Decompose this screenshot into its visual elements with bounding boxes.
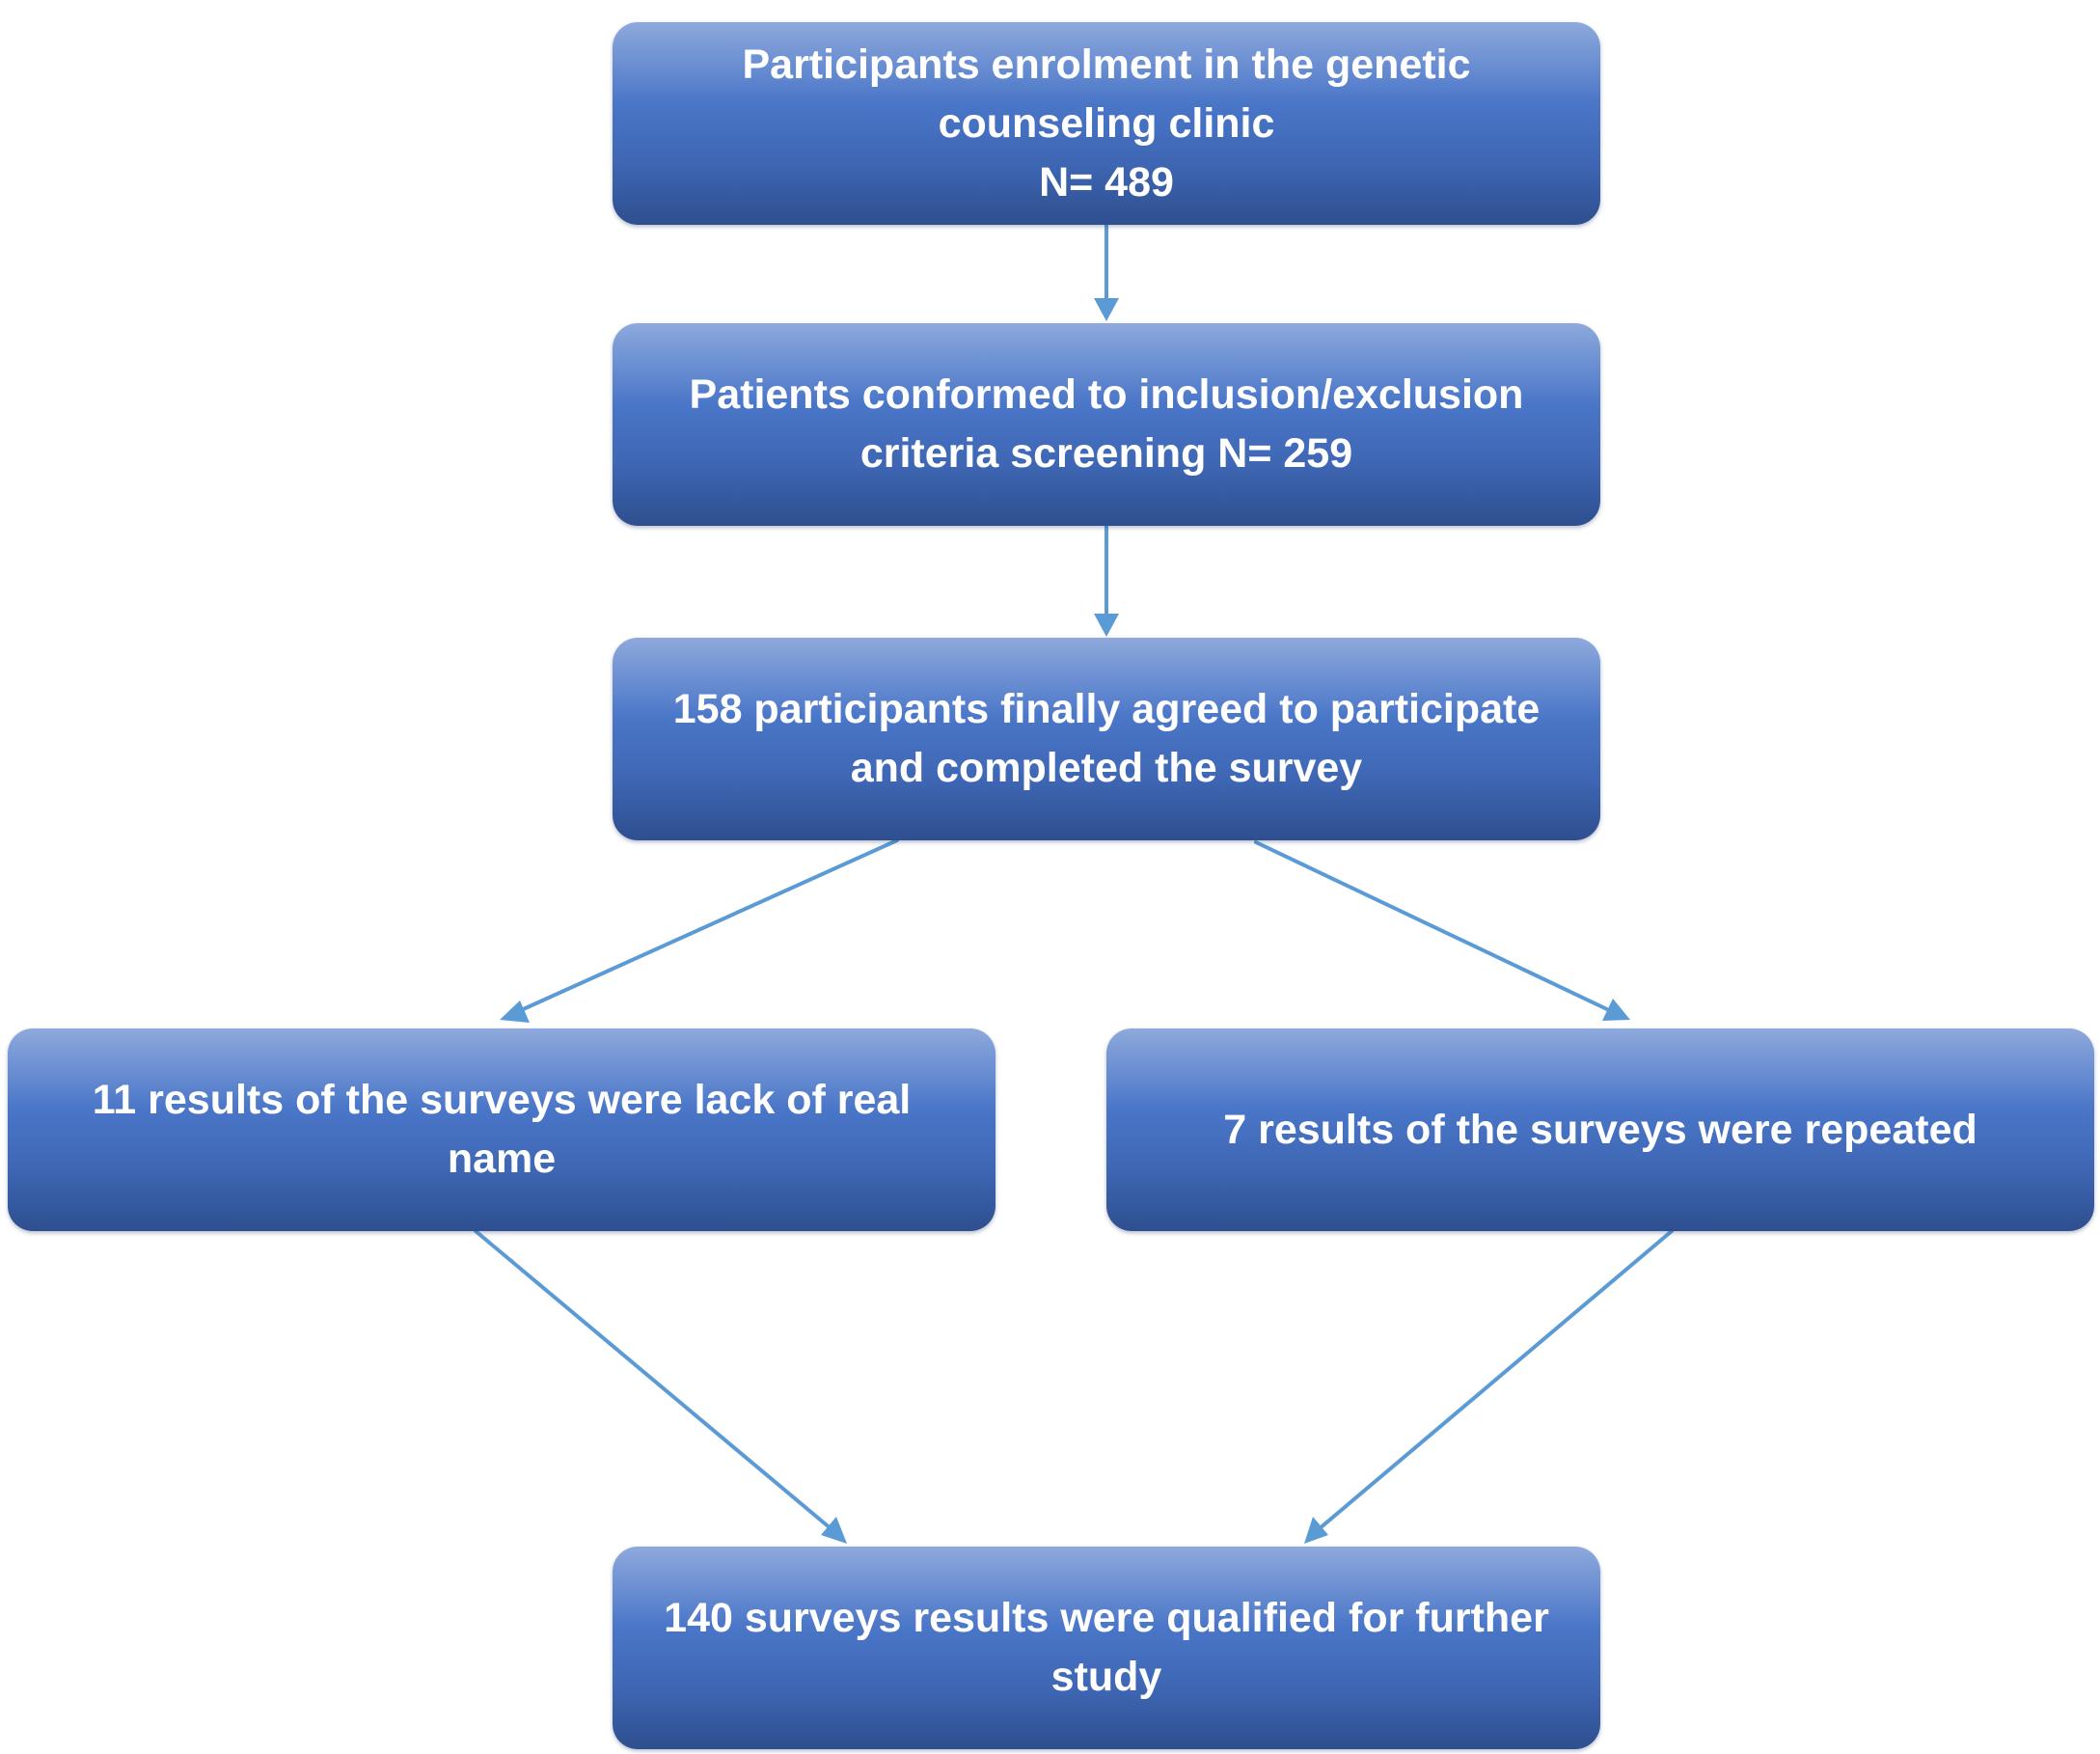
arrowhead-agreed-to-repeated xyxy=(1602,999,1630,1021)
arrowhead-no-name-to-qualified xyxy=(821,1517,847,1544)
screening-box: Patients conformed to inclusion/exclusio… xyxy=(613,323,1600,526)
qualified-surveys-box: 140 surveys results were qualified for f… xyxy=(613,1547,1600,1749)
arrowhead-enrolment-to-screening xyxy=(1094,298,1119,321)
enrolment-text: Participants enrolment in the genetic co… xyxy=(742,41,1471,206)
screening-text: Patients conformed to inclusion/exclusio… xyxy=(689,371,1524,477)
lack-of-real-name-text: 11 results of the surveys were lack of r… xyxy=(92,1077,912,1182)
lack-of-real-name-box: 11 results of the surveys were lack of r… xyxy=(8,1028,995,1231)
agreed-participants-box: 158 participants finally agreed to parti… xyxy=(613,638,1600,840)
arrow-agreed-to-repeated xyxy=(1254,840,1613,1013)
arrow-agreed-to-no-name xyxy=(517,838,899,1013)
agreed-participants-text: 158 participants finally agreed to parti… xyxy=(672,686,1541,791)
arrow-repeated-to-qualified xyxy=(1317,1229,1674,1531)
arrowhead-agreed-to-no-name xyxy=(500,1000,530,1023)
repeated-surveys-box: 7 results of the surveys were repeated xyxy=(1106,1028,2094,1231)
repeated-surveys-text: 7 results of the surveys were repeated xyxy=(1223,1106,1977,1153)
enrolment-box: Participants enrolment in the genetic co… xyxy=(613,22,1600,225)
arrow-no-name-to-qualified xyxy=(474,1229,833,1531)
arrowhead-screening-to-agreed xyxy=(1094,614,1119,637)
arrowhead-repeated-to-qualified xyxy=(1304,1517,1328,1544)
qualified-surveys-text: 140 surveys results were qualified for f… xyxy=(664,1595,1549,1700)
